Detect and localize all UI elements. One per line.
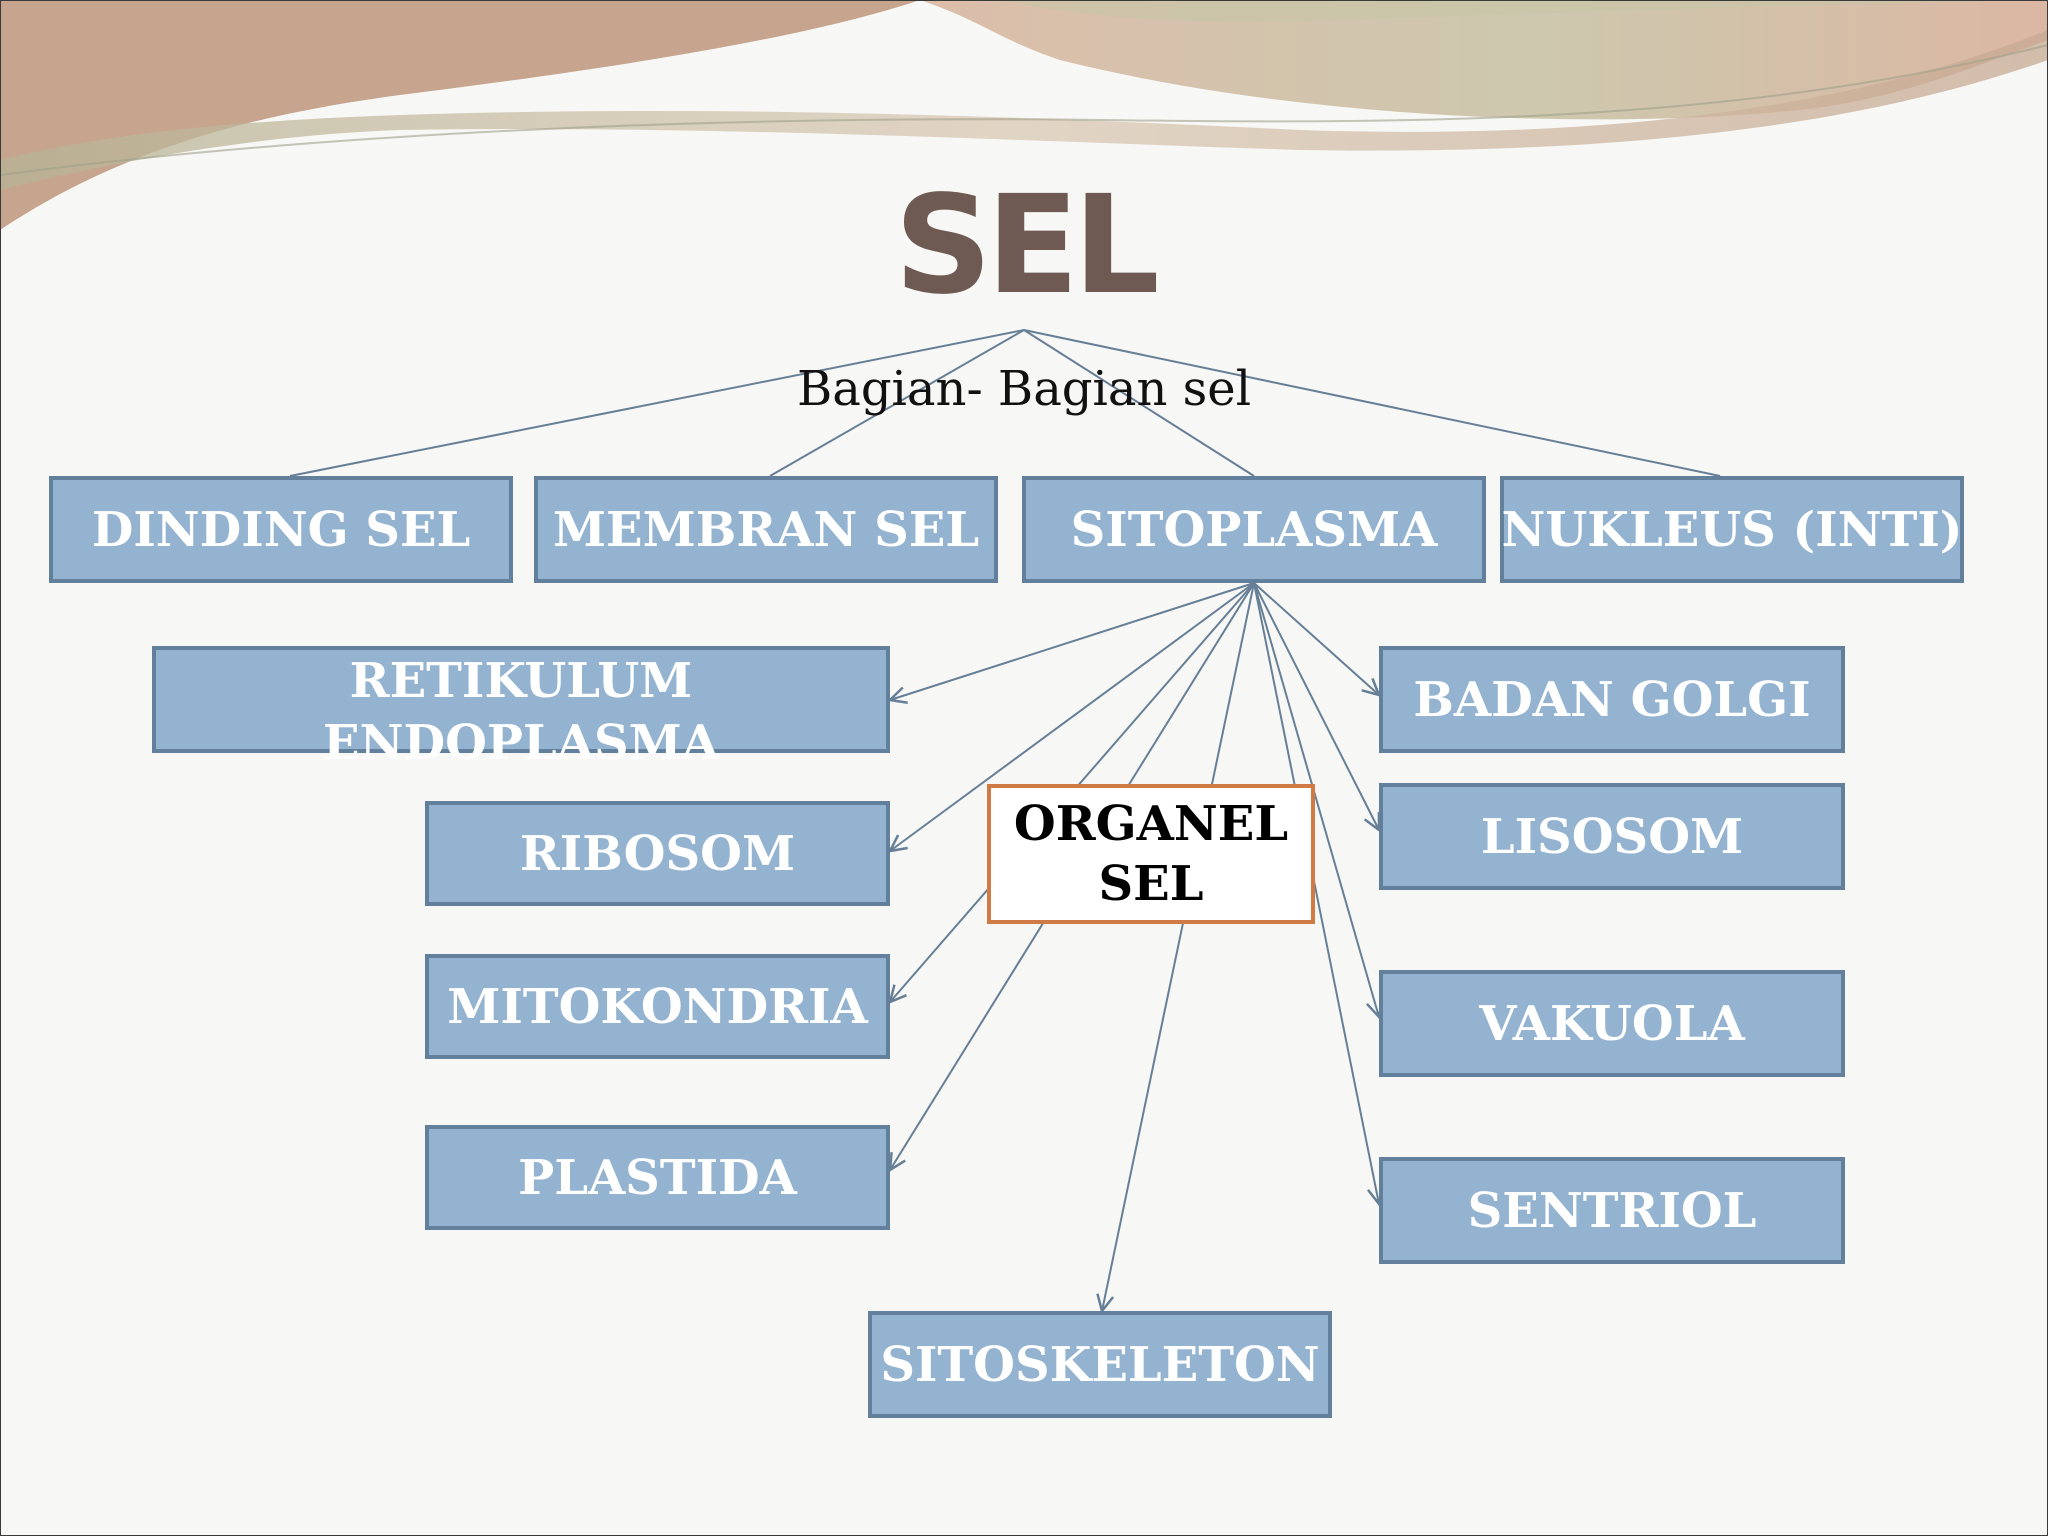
box-membran-sel: MEMBRAN SEL: [534, 476, 998, 583]
box-vakuola: VAKUOLA: [1379, 970, 1845, 1077]
box-retikulum-endoplasma: RETIKULUM ENDOPLASMA: [152, 646, 890, 771]
box-dinding-sel: DINDING SEL: [49, 476, 513, 583]
connector-title-sitoplasma: [1023, 329, 1255, 477]
background-wave-decoration: [0, 0, 2048, 230]
box-ribosom: RIBOSOM: [425, 801, 890, 906]
connector-title-membran: [769, 329, 1025, 477]
box-sitoplasma: SITOPLASMA: [1022, 476, 1486, 583]
arrow-to-retikulum: [890, 582, 1255, 700]
arrow-to-ribosom: [890, 582, 1255, 851]
box-nukleus: NUKLEUS (INTI): [1500, 476, 1964, 583]
arrow-to-badan-golgi: [1253, 582, 1379, 695]
arrow-to-sentriol: [1253, 582, 1379, 1204]
box-sentriol: SENTRIOL: [1379, 1157, 1845, 1264]
subtitle: Bagian- Bagian sel: [796, 361, 1252, 417]
box-mitokondria: MITOKONDRIA: [425, 954, 890, 1059]
connector-title-nukleus: [1023, 329, 1721, 477]
arrow-to-vakuola: [1253, 582, 1379, 1017]
arrow-to-sitoskeleton: [1102, 582, 1255, 1311]
box-sitoskeleton: SITOSKELETON: [868, 1311, 1332, 1418]
arrow-to-lisosom: [1253, 582, 1379, 830]
box-lisosom: LISOSOM: [1379, 783, 1845, 890]
slide-title: SEL: [894, 167, 1160, 325]
connector-title-dinding: [289, 329, 1025, 477]
box-badan-golgi: BADAN GOLGI: [1379, 646, 1845, 753]
box-organel-sel: ORGANEL SEL: [987, 784, 1315, 924]
box-plastida: PLASTIDA: [425, 1125, 890, 1230]
